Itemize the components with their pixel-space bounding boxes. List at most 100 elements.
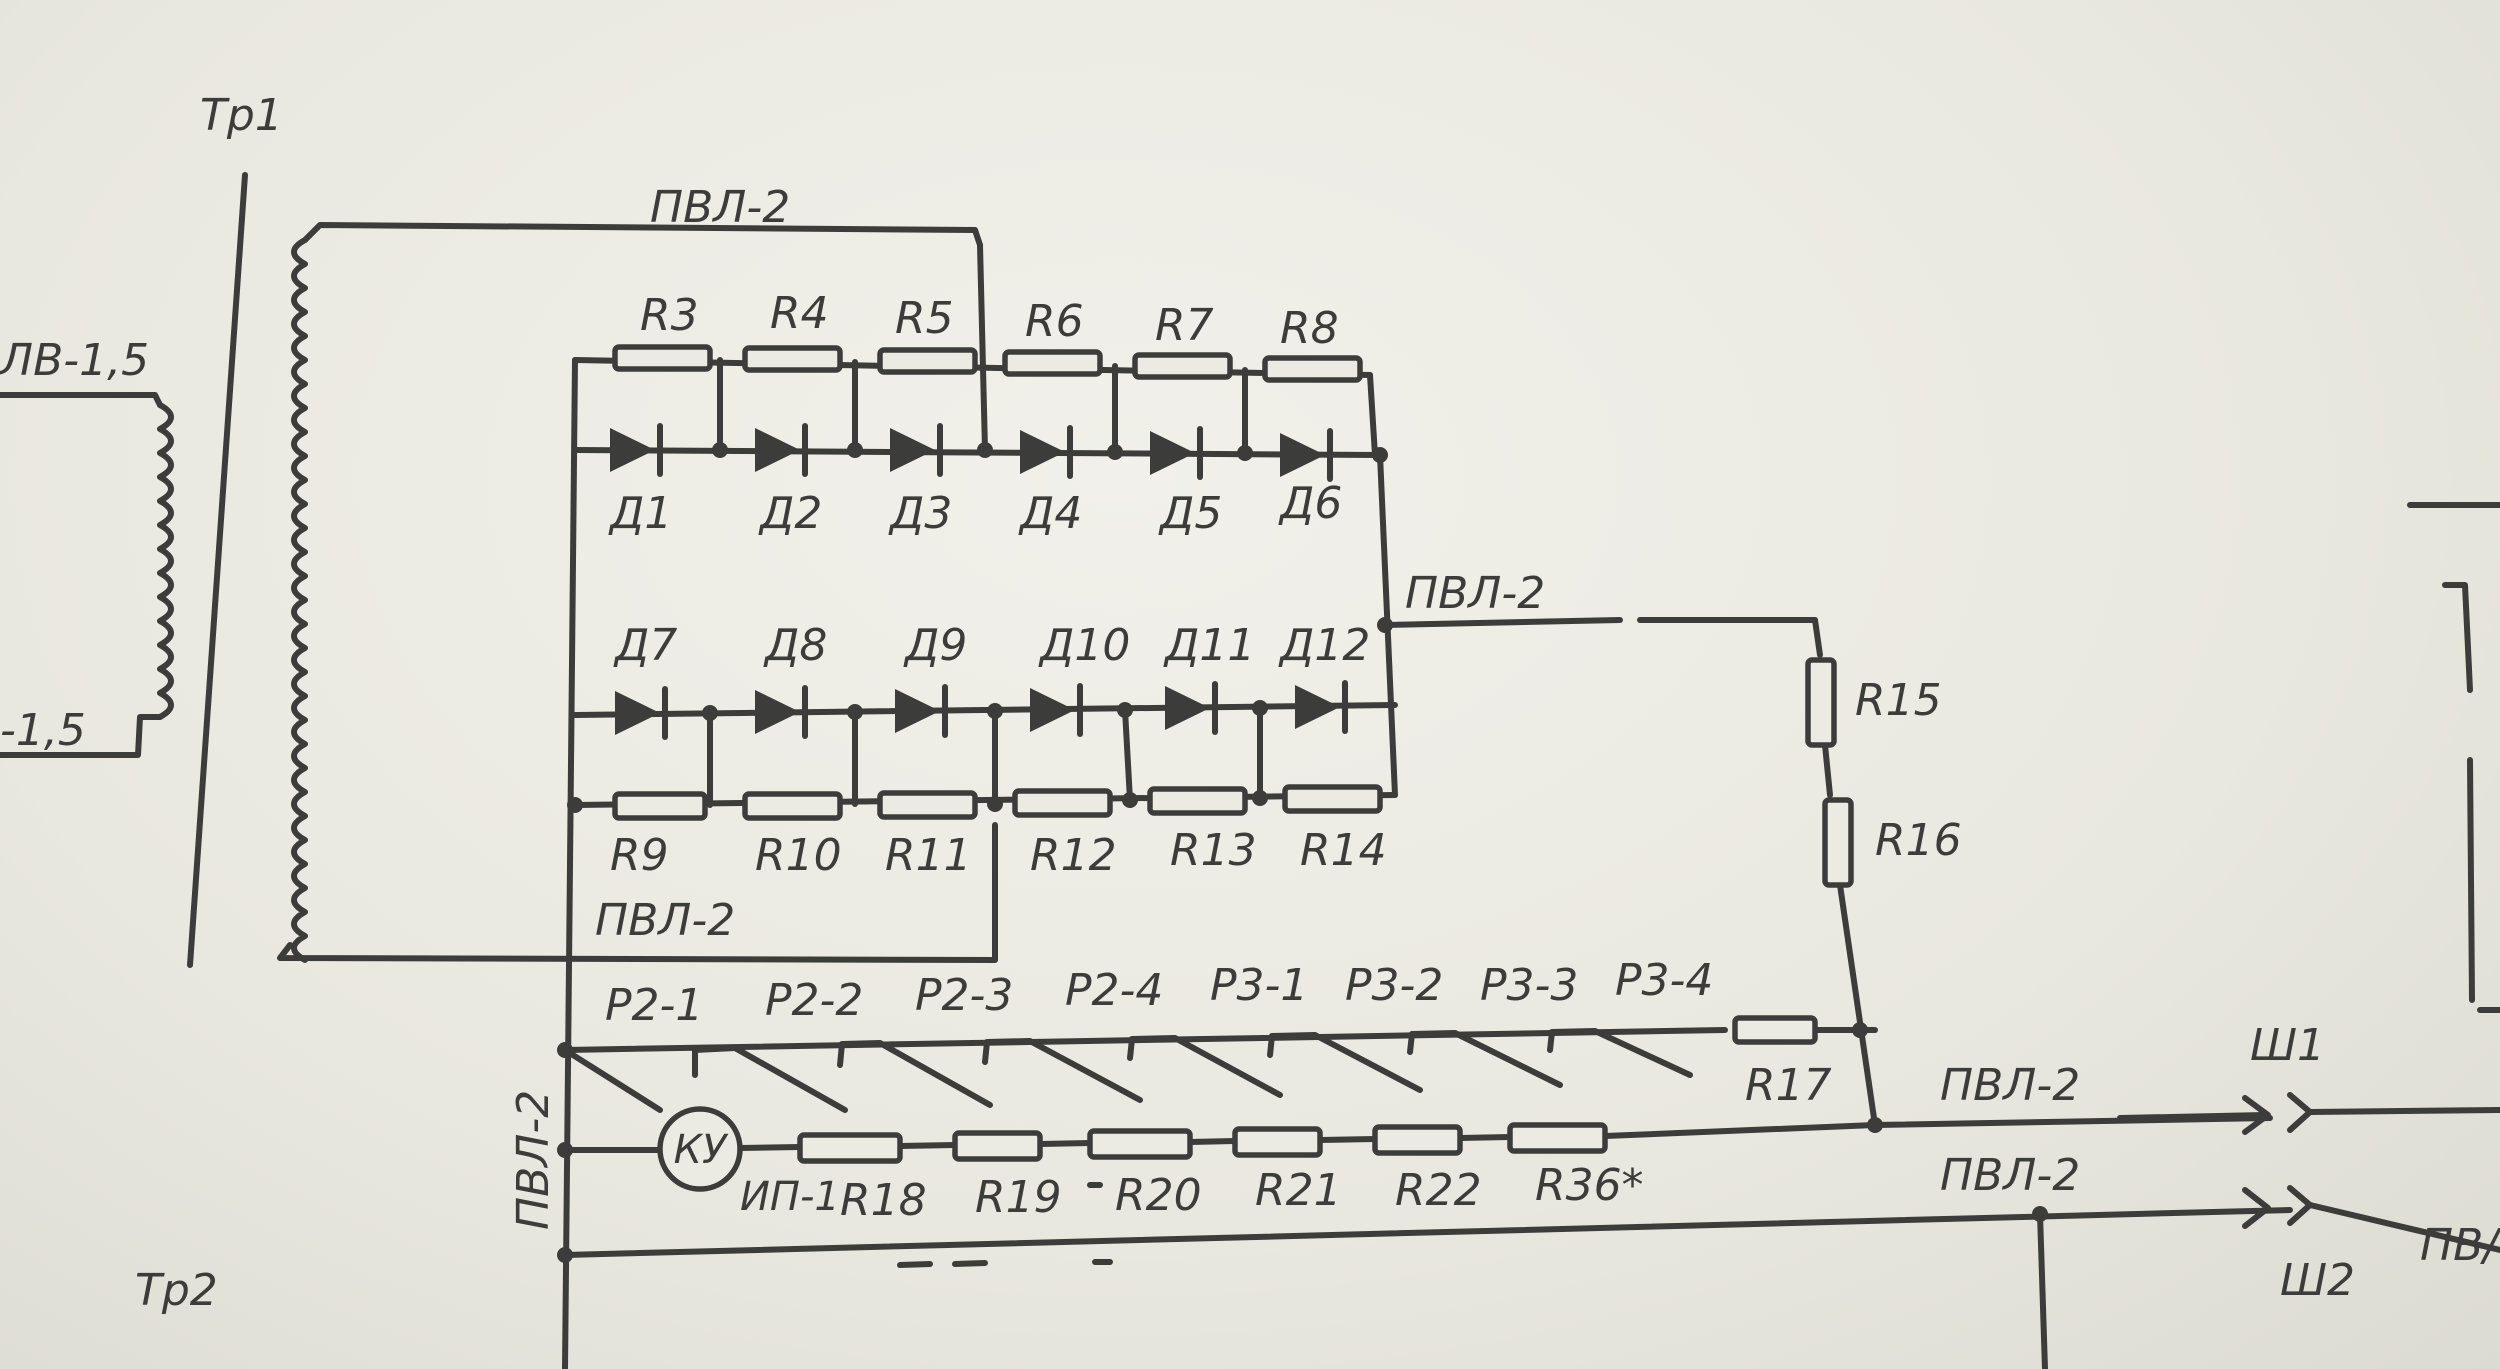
left-winding (0, 392, 174, 758)
r22-label: R22 (1395, 1165, 1482, 1216)
tr2-label: Тр2 (135, 1265, 218, 1316)
r8-label: R8 (1280, 303, 1339, 354)
resistor-r11 (877, 790, 978, 820)
top-resistor-bank (612, 344, 1363, 383)
resistor-r9 (612, 791, 708, 821)
resistor-r20 (1087, 1128, 1193, 1160)
resistor-r12 (1012, 788, 1113, 818)
pvl-vertical-label: ПВЛ-2 (508, 1090, 559, 1230)
d12-label: Д12 (1278, 620, 1370, 671)
pvl-bottom-left-label: ПВЛ-2 (595, 895, 735, 946)
diode-d11 (1165, 681, 1218, 735)
resistor-r21 (1232, 1126, 1323, 1158)
resistor-r36 (1507, 1122, 1608, 1154)
diode-d3 (890, 423, 943, 477)
left-bottom-label: -1,5 (0, 705, 86, 756)
sh1-label: Ш1 (2250, 1020, 2325, 1071)
p3-3-label: Р3-3 (1480, 960, 1578, 1011)
r19-label: R19 (975, 1172, 1062, 1223)
resistor-r19 (952, 1130, 1043, 1162)
r18-label: R18 (840, 1175, 927, 1226)
resistor-r18 (797, 1132, 903, 1164)
d6-label: Д6 (1278, 478, 1342, 529)
r11-label: R11 (885, 830, 972, 881)
p2-2-label: Р2-2 (765, 975, 863, 1026)
diode-d4 (1020, 425, 1073, 479)
d10-label: Д10 (1038, 620, 1130, 671)
r10-label: R10 (755, 830, 842, 881)
diode-d8 (755, 685, 808, 739)
resistor-r22 (1372, 1124, 1463, 1156)
labels: Тр1 Тр2 ПВЛ-2 ПВЛ-2 ПВЛ-2 ПВЛ-2 ПВЛ-2 ПВ… (0, 90, 2500, 1316)
d3-label: Д3 (888, 488, 952, 539)
mid-diode-bank (615, 680, 1348, 740)
p2-4-label: Р2-4 (1065, 965, 1163, 1016)
p3-4-label: Р3-4 (1615, 955, 1713, 1006)
r36-label: R36* (1535, 1160, 1644, 1211)
diode-d10 (1030, 683, 1083, 737)
connector-sh1 (2117, 1092, 2313, 1135)
meter-ky (657, 1106, 743, 1192)
pvl-mid-label: ПВЛ-2 (1405, 568, 1545, 619)
dash-marks (897, 1182, 1113, 1268)
pvl-sh1-label: ПВЛ-2 (1940, 1060, 2080, 1111)
resistor-r16 (1822, 797, 1854, 888)
d8-label: Д8 (763, 620, 827, 671)
r3-label: R3 (640, 290, 699, 341)
r9-label: R9 (610, 830, 669, 881)
r7-label: R7 (1155, 300, 1214, 351)
right-edge-box (2407, 502, 2500, 1013)
r20-label: R20 (1115, 1170, 1202, 1221)
r12-label: R12 (1030, 830, 1117, 881)
diode-d12 (1295, 680, 1348, 734)
mid-resistor-bank (612, 784, 1383, 821)
resistor-r5 (877, 347, 978, 375)
d1-label: Д1 (608, 488, 672, 539)
resistor-r6 (1002, 349, 1103, 377)
ip1-label: ИП-1 (740, 1174, 840, 1220)
pvl-cut-label: ПВ/ (2420, 1220, 2500, 1271)
resistor-r10 (742, 791, 843, 821)
r5-label: R5 (895, 293, 954, 344)
tr1-core-line (187, 172, 248, 968)
d7-label: Д7 (613, 620, 677, 671)
p3-2-label: Р3-2 (1345, 960, 1443, 1011)
diode-d1 (610, 423, 663, 477)
tr1-winding (277, 222, 998, 963)
resistor-r13 (1147, 786, 1248, 816)
top-diode-bank (610, 423, 1333, 482)
resistor-r7 (1132, 352, 1233, 380)
diode-d5 (1150, 426, 1203, 480)
left-top-label: ЛВ-1,5 (0, 335, 149, 386)
r15-label: R15 (1855, 675, 1942, 726)
r13-label: R13 (1170, 825, 1257, 876)
resistor-r3 (612, 344, 713, 372)
diode-d2 (755, 423, 808, 477)
d5-label: Д5 (1158, 488, 1222, 539)
resistor-r14 (1282, 784, 1383, 814)
sh2-label: Ш2 (2280, 1255, 2355, 1306)
r17-label: R17 (1745, 1060, 1832, 1111)
meter-ky-label: КУ (674, 1127, 729, 1173)
r21-label: R21 (1255, 1165, 1342, 1216)
resistor-r15 (1805, 657, 1837, 748)
r4-label: R4 (770, 288, 829, 339)
tr1-label: Тр1 (200, 90, 283, 141)
d9-label: Д9 (903, 620, 967, 671)
pvl-sh2-label: ПВЛ-2 (1940, 1150, 2080, 1201)
d4-label: Д4 (1018, 488, 1082, 539)
stage-links (707, 357, 1263, 808)
relay-contacts (562, 1028, 1693, 1113)
pvl-top-label: ПВЛ-2 (650, 182, 790, 233)
r14-label: R14 (1300, 825, 1387, 876)
connector-sh2 (2242, 1185, 2313, 1229)
p3-1-label: Р3-1 (1210, 960, 1308, 1011)
meter-resistor-chain (797, 1122, 1608, 1164)
r16-label: R16 (1875, 815, 1962, 866)
r6-label: R6 (1025, 296, 1084, 347)
diode-d7 (615, 686, 668, 740)
tr1-top-lead (977, 242, 988, 453)
resistor-r4 (742, 345, 843, 373)
p2-3-label: Р2-3 (915, 970, 1013, 1021)
resistor-r17 (1732, 1015, 1818, 1045)
